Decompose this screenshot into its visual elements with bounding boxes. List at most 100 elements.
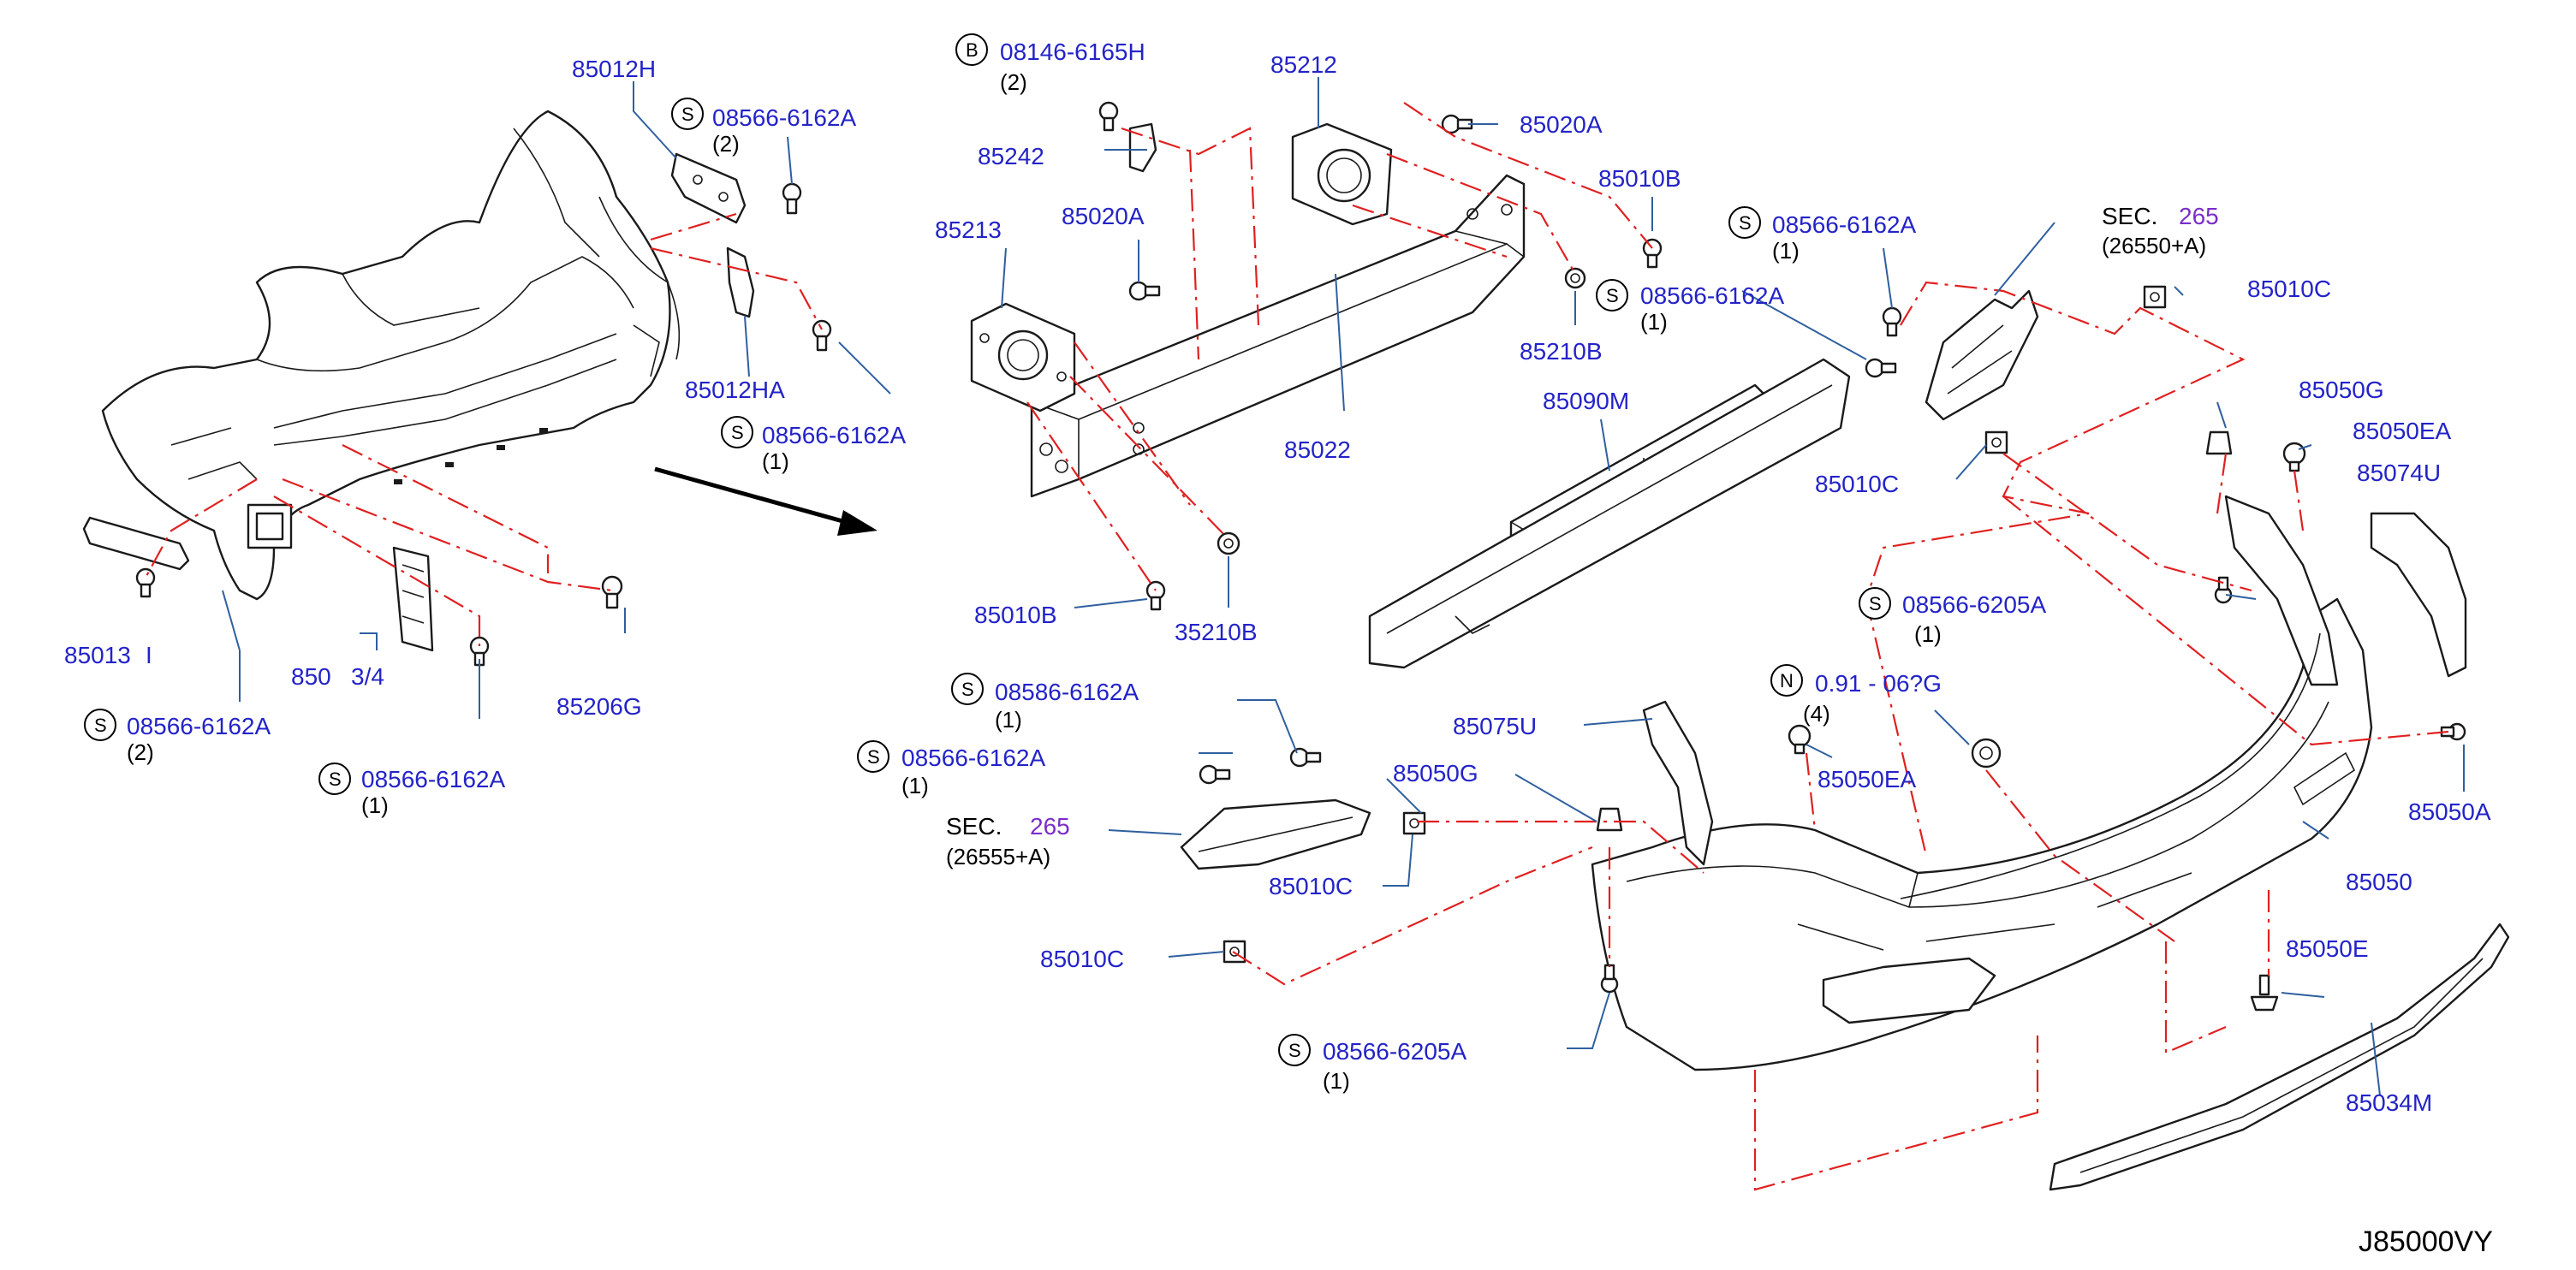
bolt-icon xyxy=(1642,238,1663,269)
clip-N-icon xyxy=(1971,738,2002,769)
bracket-85213 xyxy=(970,302,1076,412)
circle-letter: S xyxy=(731,422,744,443)
label-85010B: 85010B xyxy=(1598,165,1681,192)
circle-letter: S xyxy=(1739,212,1752,234)
label-85013-suffix: I xyxy=(146,642,152,668)
bolt-icon xyxy=(1600,964,1619,994)
nut-icon xyxy=(1564,267,1586,289)
bolt-part-label: 08566-6205A xyxy=(1323,1038,1466,1065)
label-35210B: 35210B xyxy=(1175,619,1258,645)
label-85050E: 85050E xyxy=(2286,935,2369,962)
label-85210B: 85210B xyxy=(1520,338,1603,365)
label-85010C: 85010C xyxy=(1269,873,1353,899)
label-85242: 85242 xyxy=(978,143,1044,169)
circle-s-icon xyxy=(1859,587,1891,620)
bolt-icon xyxy=(2250,974,2279,1012)
clip-part-label: 0.91 - 06?G xyxy=(1815,670,1942,697)
bolt-qty-label: (1) xyxy=(1323,1068,1350,1094)
label-85212: 85212 xyxy=(1270,51,1337,78)
label-85010C: 85010C xyxy=(1040,946,1124,972)
bolt-qty-label: (2) xyxy=(1000,69,1027,95)
circle-s-icon xyxy=(1728,206,1761,239)
bolt-part-label: 08566-6162A xyxy=(361,766,505,792)
bolt-part-label: 08146-6165H xyxy=(1000,39,1145,65)
bolt-part-label: 08566-6205A xyxy=(1902,591,2046,618)
bolt-icon xyxy=(1882,306,1902,337)
clip-85050G-icon xyxy=(1596,807,1623,832)
bolt-part-label: 08566-6162A xyxy=(712,104,856,131)
bolt-icon xyxy=(1145,580,1166,611)
circle-s-icon xyxy=(951,673,984,705)
bolt-icon xyxy=(601,575,623,609)
bolt-part-label: 08566-6162A xyxy=(1640,282,1784,309)
bolt-icon xyxy=(1441,114,1473,134)
circle-letter: S xyxy=(961,679,974,700)
clip-qty-label: (4) xyxy=(1803,701,1830,727)
fascia-upper-edge xyxy=(1900,632,2321,899)
reflector-right-26550 xyxy=(1925,289,2039,421)
nut-icon xyxy=(1217,531,1240,555)
circle-s-icon xyxy=(84,709,116,741)
direction-arrow xyxy=(654,466,878,536)
label-85206G: 85206G xyxy=(556,693,642,720)
label-85010C: 85010C xyxy=(1815,471,1899,497)
clip-85050EA-icon xyxy=(2282,442,2306,472)
circle-s-icon xyxy=(1596,279,1628,312)
vehicle-rear-body xyxy=(101,110,681,601)
bolt-icon xyxy=(1865,358,1897,378)
circle-s-icon xyxy=(1278,1034,1311,1066)
bolt-part-label: 08566-6162A xyxy=(1772,211,1916,238)
circle-n-icon xyxy=(1770,664,1803,697)
bolt-qty-label: (2) xyxy=(712,131,740,157)
label-85034M: 85034M xyxy=(2346,1089,2432,1116)
bolt-icon xyxy=(1289,747,1322,768)
clip-icon xyxy=(1402,811,1426,835)
bolt-qty-label: (1) xyxy=(1914,621,1942,647)
absorber-85090M xyxy=(1368,358,1851,669)
label-85050: 85050 xyxy=(2346,869,2412,895)
label-85020A: 85020A xyxy=(1062,203,1145,229)
label-85020A: 85020A xyxy=(1520,111,1603,138)
section-number: 265 xyxy=(2179,203,2219,229)
label-85213: 85213 xyxy=(935,217,1002,243)
label-85050EA: 85050EA xyxy=(2353,418,2452,444)
circle-s-icon xyxy=(857,740,889,773)
bracket-85012H xyxy=(670,152,747,224)
bolt-qty-label: (1) xyxy=(901,773,929,798)
label-85050G: 85050G xyxy=(2299,377,2384,403)
bolt-part-label: 08566-6162A xyxy=(762,422,906,448)
label-85010B: 85010B xyxy=(974,602,1057,628)
bolt-icon xyxy=(135,567,156,598)
label-85013: 85013 xyxy=(64,642,131,668)
circle-letter: S xyxy=(1288,1040,1301,1061)
fascia-85050 xyxy=(1591,495,2373,1071)
section-ref: (26550+A) xyxy=(2102,233,2206,258)
reflector-left-26555 xyxy=(1180,798,1371,870)
section-number: 265 xyxy=(1030,813,1070,840)
bolt-part-label: 08566-6162A xyxy=(901,745,1045,771)
circle-letter: S xyxy=(681,104,694,125)
label-85074U: 85074U xyxy=(2357,460,2441,486)
diffuser-85034M xyxy=(2049,923,2510,1191)
circle-s-icon xyxy=(671,98,704,130)
clip-85050EA-icon xyxy=(1788,724,1812,755)
section-ref: (26555+A) xyxy=(946,844,1050,869)
label-850-partial: 850 xyxy=(291,663,331,690)
bolt-qty-label: (2) xyxy=(127,739,154,765)
mudguard-85074U xyxy=(2370,512,2467,678)
bolt-qty-label: (1) xyxy=(1772,238,1800,264)
label-85075U: 85075U xyxy=(1453,713,1537,739)
circle-s-icon xyxy=(721,416,753,448)
section-prefix: SEC. xyxy=(946,813,1002,840)
circle-letter: S xyxy=(94,715,107,736)
bolt-qty-label: (1) xyxy=(762,448,789,474)
label-85090M: 85090M xyxy=(1543,388,1629,414)
bolt-qty-label: (1) xyxy=(361,792,389,818)
bracket-85075U xyxy=(1642,700,1714,866)
bolt-icon xyxy=(1098,101,1119,132)
bolt-qty-label: (1) xyxy=(995,707,1022,733)
label-85022: 85022 xyxy=(1284,436,1351,463)
circle-letter: S xyxy=(329,769,342,790)
bracket-850-left xyxy=(392,546,434,652)
diagram-code: J85000VY xyxy=(2359,1225,2493,1258)
